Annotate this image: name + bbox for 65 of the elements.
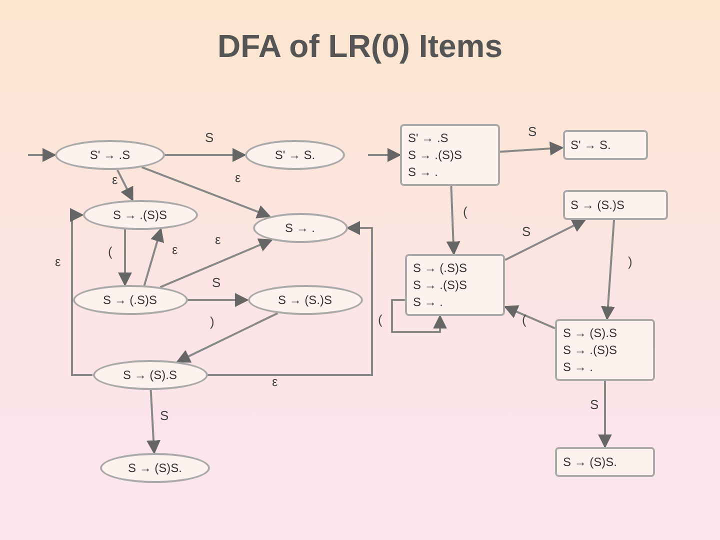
edge-label: ε (172, 243, 178, 257)
item-text: S → (S)S. (563, 454, 618, 470)
edge-label: S (522, 225, 531, 239)
edge-label: ) (210, 315, 214, 329)
item-text: S' → S. (274, 146, 316, 164)
transition-arrow (141, 166, 272, 218)
edge-label: ε (235, 171, 241, 185)
state-box (405, 254, 505, 316)
item-text: S' → .S (408, 130, 450, 146)
edge-label: ε (55, 255, 61, 269)
transition-arrow (368, 148, 402, 162)
transition-arrow (208, 221, 373, 376)
transition-arrow (143, 228, 164, 286)
state-box (400, 124, 500, 186)
transition-arrow (598, 381, 612, 448)
item-text: S → .(S)S (112, 206, 167, 224)
transition-arrow (146, 390, 160, 454)
edge-label: S (212, 276, 221, 290)
item-text: S → .(S)S (413, 276, 468, 294)
edge-label: S (205, 131, 214, 145)
transition-arrow (500, 142, 564, 156)
transition-arrow (504, 219, 586, 261)
item-text: S → (S.)S (278, 292, 332, 308)
item-text: S → .(S)S (408, 146, 464, 164)
transition-arrow (116, 169, 134, 202)
item-text: S → (S).S (563, 324, 618, 342)
edge-label: ε (215, 233, 221, 247)
item-text: S → (.S)S (413, 260, 468, 276)
transition-arrow (176, 312, 278, 363)
item-text: S → (S)S. (128, 460, 182, 476)
item-text: S → . (408, 164, 440, 180)
transition-arrow (118, 230, 132, 286)
transition-arrow (391, 299, 447, 333)
edge-label: S (590, 398, 599, 412)
edge-label: ) (628, 255, 632, 269)
state-box (562, 190, 668, 220)
edge-label: ( (522, 313, 526, 327)
edge-label: ( (378, 313, 382, 327)
item-text: S → (S.)S (570, 196, 626, 214)
item-text: S → (.S)S (102, 292, 157, 308)
item-text: S → . (563, 358, 594, 376)
state-box (555, 319, 655, 381)
slide-title: DFA of LR(0) Items (216, 28, 504, 65)
transition-arrow (70, 208, 92, 376)
item-text: S → .(S)S (563, 342, 618, 358)
transition-arrow (165, 148, 246, 162)
transition-arrow (28, 148, 56, 162)
item-text: S → . (284, 220, 315, 236)
item-text: S' → .S (90, 146, 130, 164)
transition-arrow (601, 220, 615, 320)
item-text: S' → S. (570, 136, 612, 154)
edge-label: ε (112, 173, 118, 187)
edge-label: ( (108, 245, 112, 259)
item-text: S → . (413, 294, 444, 310)
transition-arrow (446, 186, 460, 256)
transition-arrow (504, 305, 556, 330)
state-box (555, 447, 655, 477)
edge-label: S (528, 125, 537, 139)
transition-arrow (188, 293, 249, 307)
item-ellipse (72, 285, 188, 315)
edge-label: S (160, 409, 169, 423)
edge-label: ε (272, 375, 278, 389)
edge-label: ( (463, 205, 468, 219)
item-text: S → (S).S (122, 366, 177, 384)
state-box (562, 130, 648, 160)
